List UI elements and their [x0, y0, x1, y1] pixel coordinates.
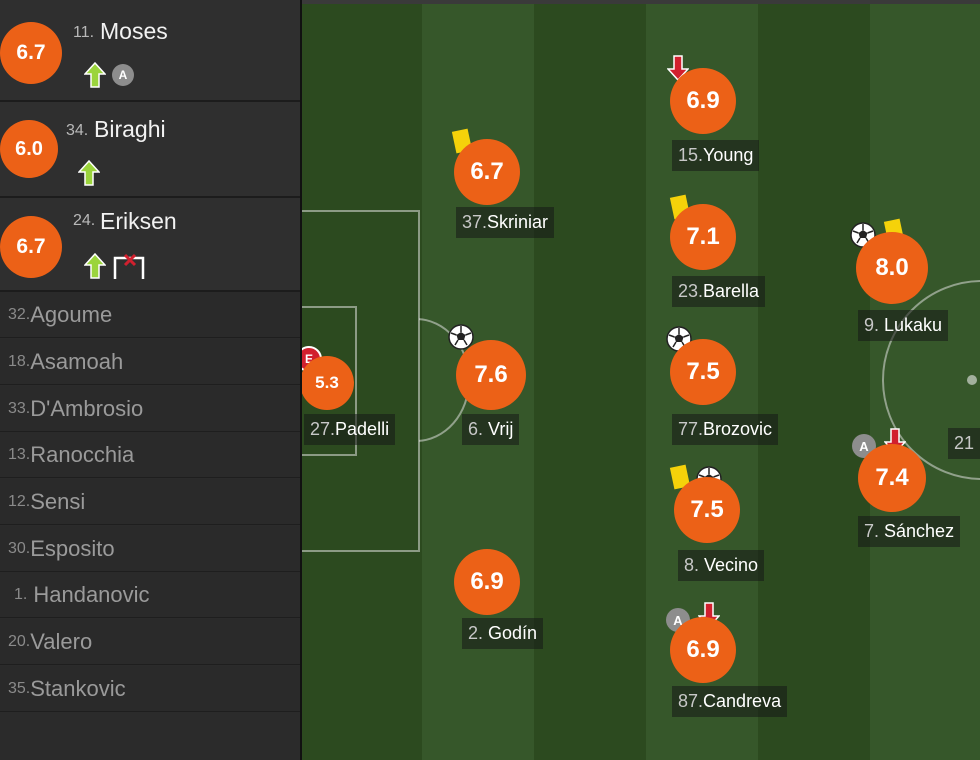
substitute-row[interactable]: 6.7 24. Eriksen: [0, 198, 300, 292]
center-spot: [967, 375, 977, 385]
player-rating: 6.7: [0, 216, 62, 278]
player-name: Biraghi: [94, 116, 166, 142]
player-rating: 8.0: [856, 232, 928, 304]
player-rating: 6.9: [670, 68, 736, 134]
bench-player-row[interactable]: 20.Valero: [0, 619, 300, 665]
missed-goal-icon: [113, 253, 145, 279]
bench-player-row[interactable]: 32.Agoume: [0, 292, 300, 338]
goal-ball-icon: [448, 324, 474, 350]
player-rating: 6.9: [454, 549, 520, 615]
player-number: 2.: [468, 623, 489, 643]
player-name: D'Ambrosio: [30, 395, 144, 421]
player-name: Ranocchia: [30, 441, 135, 467]
player-number: 32.: [8, 305, 31, 323]
sub-in-arrow-icon: [84, 62, 106, 88]
player-name: Sensi: [30, 488, 86, 514]
player-number: 12.: [8, 492, 31, 510]
player-rating: 6.7: [454, 139, 520, 205]
substitute-row[interactable]: 6.7 11. Moses A: [0, 0, 300, 102]
lineup-sidebar: 6.7 11. Moses A 6.0 34. Biraghi 6.7 24. …: [0, 0, 302, 760]
player-name: Handanovic: [33, 581, 150, 607]
player-name: Godín: [488, 623, 538, 643]
player-number: 9.: [864, 315, 885, 335]
player-rating: 7.5: [674, 477, 740, 543]
player-number: 34.: [66, 122, 89, 139]
player-number: 35.: [8, 679, 31, 697]
bench-player-row[interactable]: 33.D'Ambrosio: [0, 386, 300, 432]
player-number: 8.: [684, 555, 705, 575]
bench-player-row[interactable]: 12.Sensi: [0, 479, 300, 525]
player-name: Eriksen: [100, 208, 177, 234]
player-number: 27.: [310, 419, 336, 439]
player-name: Young: [703, 145, 754, 165]
player-name: Asamoah: [30, 348, 124, 374]
player-number: 33.: [8, 399, 31, 417]
player-number: 23.: [678, 281, 704, 301]
player-number: 7.: [864, 521, 885, 541]
substitute-row[interactable]: 6.0 34. Biraghi: [0, 102, 300, 198]
player-name: Barella: [703, 281, 760, 301]
player-name: Brozovic: [703, 419, 773, 439]
sub-in-arrow-icon: [78, 160, 100, 186]
player-rating: 6.0: [0, 120, 58, 178]
player-name: Valero: [30, 628, 93, 654]
player-rating: 5.3: [302, 356, 354, 410]
player-rating: 7.6: [456, 340, 526, 410]
player-number: 15.: [678, 145, 704, 165]
bench-player-row[interactable]: 18.Asamoah: [0, 339, 300, 385]
bench-player-row[interactable]: 1. Handanovic: [0, 572, 300, 618]
player-number: 11.: [73, 24, 95, 41]
player-rating: 7.4: [858, 444, 926, 512]
player-name: Padelli: [335, 419, 390, 439]
player-number: 1.: [14, 585, 28, 603]
goal-area: [302, 306, 357, 456]
bench-player-row[interactable]: 35.Stankovic: [0, 666, 300, 712]
player-name: Lukaku: [884, 315, 943, 335]
player-name: Vecino: [704, 555, 759, 575]
player-number: 21: [954, 433, 975, 453]
player-rating: 7.5: [670, 339, 736, 405]
player-number: 6.: [468, 419, 489, 439]
pitch: E 5.3 27.Padelli 6.7 37.Skriniar 7.6 6. …: [302, 0, 980, 760]
player-number: 30.: [8, 539, 31, 557]
player-name: Skriniar: [487, 212, 549, 232]
player-number: 77.: [678, 419, 704, 439]
player-name: Sánchez: [884, 521, 955, 541]
player-number: 20.: [8, 632, 31, 650]
player-name: Stankovic: [30, 675, 126, 701]
player-name: Agoume: [30, 301, 113, 327]
player-number: 87.: [678, 691, 704, 711]
player-name: Moses: [100, 18, 168, 44]
player-rating: 6.7: [0, 22, 62, 84]
sub-in-arrow-icon: [84, 253, 106, 279]
player-name: Candreva: [703, 691, 782, 711]
assist-icon: A: [112, 64, 134, 86]
player-name: Vrij: [488, 419, 514, 439]
player-rating: 6.9: [670, 617, 736, 683]
bench-player-row[interactable]: 13.Ranocchia: [0, 432, 300, 478]
player-number: 24.: [73, 212, 96, 229]
player-number: 18.: [8, 352, 31, 370]
player-name: Esposito: [30, 535, 115, 561]
player-number: 13.: [8, 445, 31, 463]
player-number: 37.: [462, 212, 488, 232]
player-rating: 7.1: [670, 204, 736, 270]
bench-player-row[interactable]: 30.Esposito: [0, 526, 300, 572]
